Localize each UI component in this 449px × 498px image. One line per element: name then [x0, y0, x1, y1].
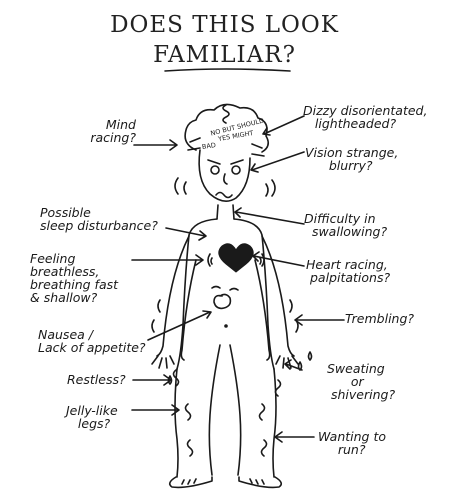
- label-swallowing: Difficulty in swallowing?: [304, 212, 387, 238]
- left-arm: [157, 236, 196, 360]
- eyebrows: [208, 160, 243, 164]
- neck: [217, 205, 234, 219]
- shake-marks-head: [175, 178, 275, 196]
- right-foot: [239, 477, 281, 487]
- left-leg-inner: [209, 345, 220, 475]
- right-leg-outer: [273, 369, 276, 477]
- heart-icon: [219, 244, 253, 272]
- navel: [224, 324, 228, 328]
- label-jelly-legs: Jelly-like legs?: [66, 404, 118, 430]
- title-underline: [165, 69, 290, 71]
- label-mind-racing: Mind racing?: [60, 118, 136, 144]
- toes: [182, 479, 264, 484]
- label-wanting-to-run: Wanting to run?: [318, 430, 386, 456]
- left-foot: [170, 477, 212, 487]
- label-vision: Vision strange, blurry?: [305, 146, 398, 172]
- label-sleep: Possible sleep disturbance?: [40, 206, 158, 232]
- label-sweating: Sweating or shivering?: [327, 362, 395, 401]
- jelly-squiggles: [174, 370, 281, 456]
- nose: [224, 174, 227, 184]
- label-breathless: Feeling breathless, breathing fast & sha…: [30, 252, 118, 304]
- label-trembling: Trembling?: [345, 312, 414, 325]
- left-eye: [211, 166, 219, 174]
- right-eye: [232, 166, 240, 174]
- label-nausea: Nausea / Lack of appetite?: [38, 328, 146, 354]
- right-arm: [255, 236, 294, 360]
- label-dizzy: Dizzy disorientated, lightheaded?: [303, 104, 427, 130]
- right-leg-inner: [230, 345, 241, 475]
- label-heart: Heart racing, palpitations?: [306, 258, 390, 284]
- thought-swirl: [223, 105, 229, 123]
- label-restless: Restless?: [67, 373, 126, 386]
- left-hand: [152, 356, 174, 368]
- stomach-marks: [212, 287, 238, 291]
- mouth: [216, 193, 232, 198]
- stomach-swirl: [214, 294, 230, 308]
